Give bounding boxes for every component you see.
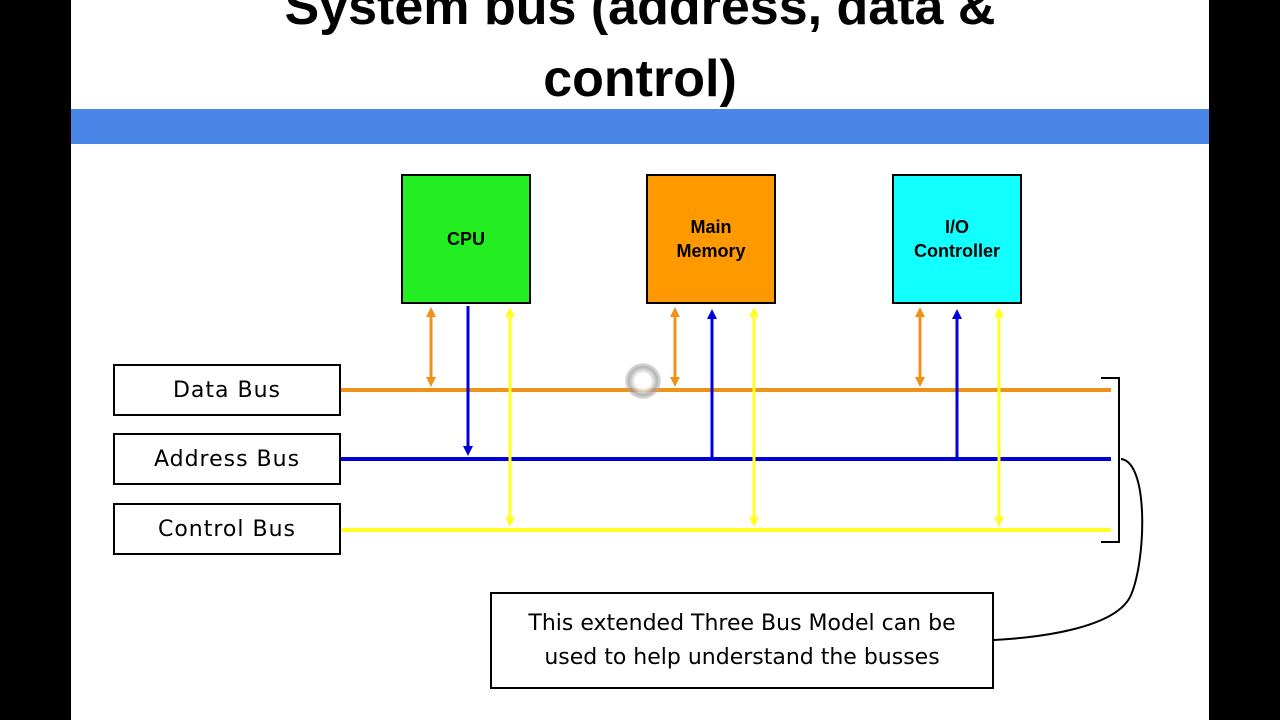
bus-wiring xyxy=(341,306,1144,641)
slide-title-line1: System bus (address, data & xyxy=(284,0,996,36)
title-band xyxy=(71,109,1209,144)
address-bus-label: Address Bus xyxy=(113,433,341,485)
bus-bracket xyxy=(1101,377,1120,543)
slide: System bus (address, data & control) xyxy=(71,0,1209,720)
io-controller-label: I/O Controller xyxy=(913,217,1000,261)
cpu-box: CPU xyxy=(401,174,531,304)
slide-title-line2: control) xyxy=(543,50,737,108)
note-text: This extended Three Bus Model can be use… xyxy=(528,610,956,670)
main-memory-box: Main Memory xyxy=(646,174,776,304)
note-callout: This extended Three Bus Model can be use… xyxy=(490,592,994,689)
control-bus-label: Control Bus xyxy=(113,503,341,555)
callout-connector xyxy=(993,458,1144,641)
cpu-label: CPU xyxy=(446,229,485,249)
mouse-cursor-indicator xyxy=(625,363,661,399)
data-bus-label: Data Bus xyxy=(113,364,341,416)
main-memory-label: Main Memory xyxy=(676,217,746,261)
io-controller-box: I/O Controller xyxy=(892,174,1022,304)
